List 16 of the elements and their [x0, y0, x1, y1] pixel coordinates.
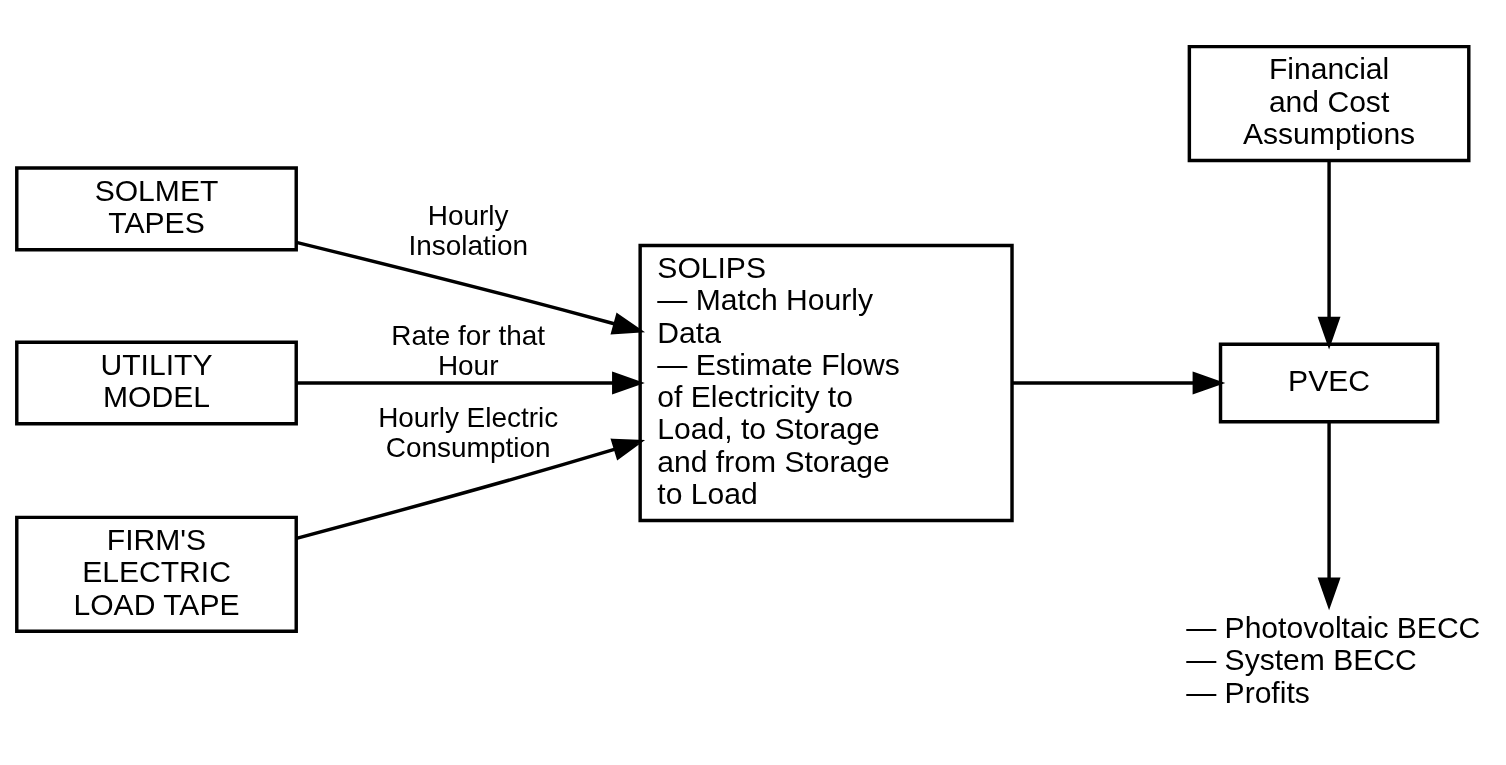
- edge-label: Hourly Insolation: [408, 199, 528, 261]
- node-box: PVEC: [1218, 342, 1440, 423]
- arrow: [1317, 160, 1341, 349]
- node-box: FIRM'S ELECTRIC LOAD TAPE: [15, 515, 298, 633]
- node-box: SOLIPS — Match Hourly Data — Estimate Flows of Electricity to Load, to Storage and from Storage to Load: [638, 243, 1014, 522]
- node-box: UTILITY MODEL: [15, 339, 298, 426]
- node-box: SOLMET TAPES: [15, 165, 298, 251]
- arrow: [1317, 421, 1341, 610]
- node-box: Financial and Cost Assumptions: [1187, 44, 1471, 162]
- arrow: [296, 371, 645, 394]
- arrow: [296, 438, 646, 540]
- arrow: [1012, 371, 1226, 394]
- arrow: [295, 240, 646, 335]
- node-text: — Photovoltaic BECC — System BECC — Profits: [1186, 610, 1481, 709]
- edge-label: Hourly Electric Consumption: [378, 401, 559, 463]
- edge-label: Rate for that Hour: [391, 319, 546, 381]
